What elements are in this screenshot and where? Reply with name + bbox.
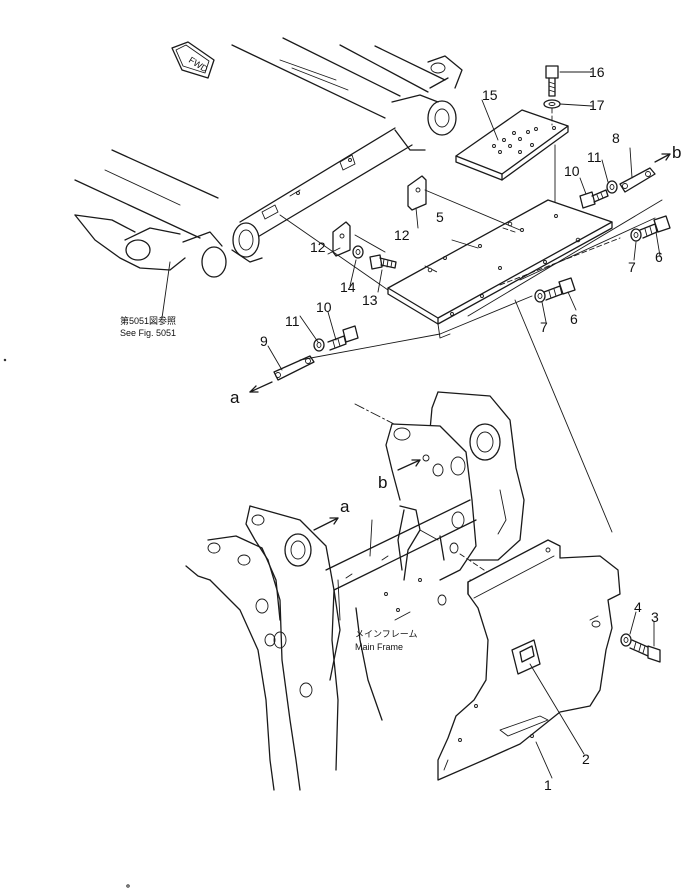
callout-13: 13 [362,292,378,308]
callout-6-lower: 6 [570,311,578,327]
ref-arrow-b-frame: b [378,454,430,492]
callout-4: 4 [634,599,642,615]
ref-note-jp: 第5051図参照 [120,315,176,326]
ref-b-right-label: b [672,143,681,162]
callout-17: 17 [589,97,605,113]
part-6-bolt-upper [639,215,671,239]
part-7-washer-upper [630,228,642,242]
ref-arrow-a-frame: a [313,497,350,531]
ref-arrow-b-right: b [654,143,681,163]
part-11-washer-left [313,338,325,352]
callout-8: 8 [612,130,620,146]
part-8-link [619,167,656,193]
callout-12-right: 12 [394,227,410,243]
upper-chassis [74,37,463,278]
part-10-bolt-right [579,189,609,209]
leader-lines [267,71,661,779]
part-10-bolt-left [327,325,359,351]
part-4-washer [620,633,632,647]
callout-3: 3 [651,609,659,625]
ref-note: 第5051図参照 See Fig. 5051 [120,261,176,338]
part-17-washer [543,99,561,109]
fwd-arrow-icon: FWD [171,41,215,79]
ref-note-en: See Fig. 5051 [120,328,176,338]
part-6-bolt-lower [543,277,576,301]
part-3-bolt [629,639,661,663]
ref-a-frame-label: a [340,497,350,516]
part-12-bracket-left [332,221,351,257]
callout-1: 1 [544,777,552,793]
main-frame-en: Main Frame [355,642,403,652]
main-frame-label: メインフレーム Main Frame [355,611,417,652]
ref-b-frame-label: b [378,473,387,492]
callout-12-left: 12 [310,239,326,255]
callout-10-right: 10 [564,163,580,179]
callout-7-upper: 7 [628,259,636,275]
ref-arrow-a-left: a [230,381,273,407]
part-13-bolt [369,254,397,270]
callout-11-right: 11 [587,149,602,165]
part-7-washer-lower [534,289,546,303]
callout-16: 16 [589,64,605,80]
part-16-bolt [545,65,559,97]
fwd-label: FWD [187,55,210,75]
part-11-washer-right [606,180,618,194]
part-14-washer [352,245,364,259]
callout-5: 5 [436,209,444,225]
callout-7-lower: 7 [540,319,548,335]
main-frame-jp: メインフレーム [355,629,417,639]
part-2-cover [511,639,541,675]
part-15-plate [455,109,569,181]
callout-10-left: 10 [316,299,332,315]
callouts: 16 17 15 8 11 10 5 12 12 14 13 10 11 9 7… [260,64,663,793]
callout-11-left: 11 [285,313,300,329]
part-12-bracket-right [407,175,427,211]
callout-2: 2 [582,751,590,767]
part-9-link [273,355,315,381]
ref-a-left-label: a [230,388,240,407]
part-5-plate [387,199,613,339]
callout-14: 14 [340,279,356,295]
callout-15: 15 [482,87,498,103]
callout-9: 9 [260,333,268,349]
callout-6-upper: 6 [655,249,663,265]
